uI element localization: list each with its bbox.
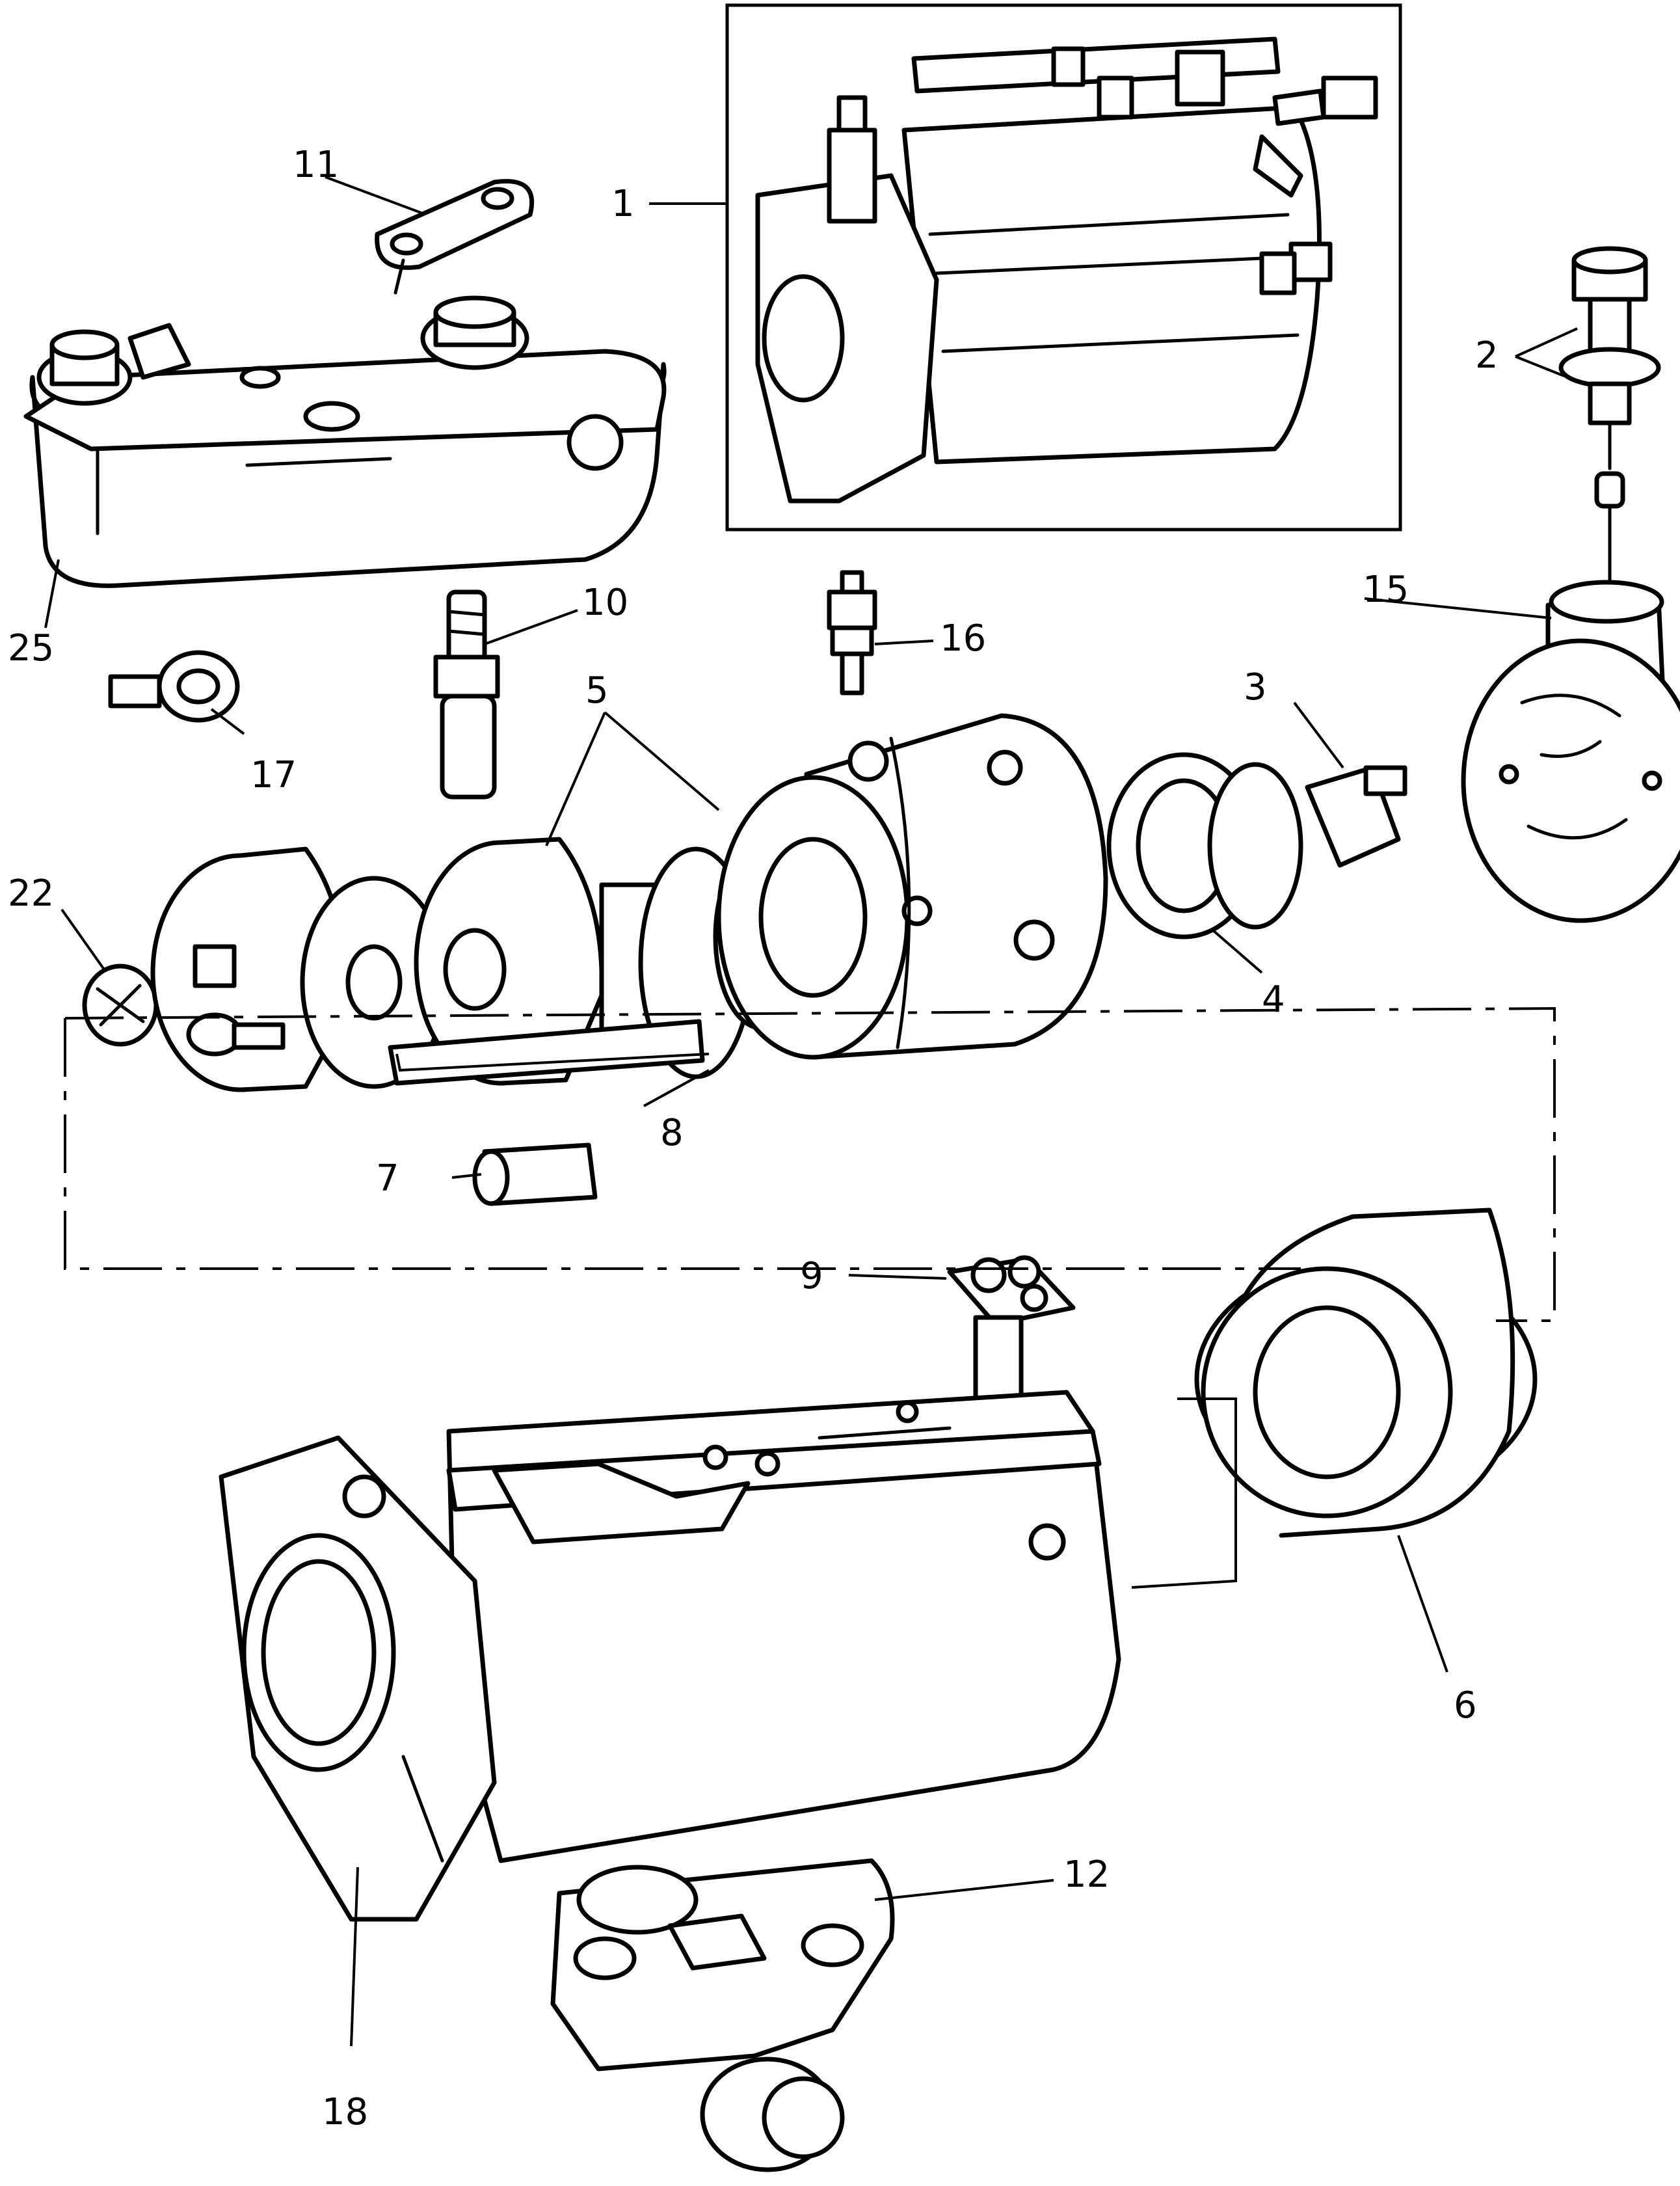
callout-12: 12 — [1063, 1854, 1110, 1896]
assembly-guide-lines — [64, 1006, 1556, 1589]
callout-17: 17 — [250, 754, 297, 796]
part-18-pump-housing — [219, 1390, 1121, 1922]
part-10-plunger — [433, 589, 500, 800]
callout-16: 16 — [940, 617, 986, 660]
part-12-aux-housing — [550, 1858, 895, 2172]
part-11-link-plate — [375, 179, 535, 295]
callout-18: 18 — [322, 2091, 368, 2133]
callout-1: 1 — [611, 183, 635, 225]
callout-25: 25 — [8, 627, 54, 669]
callout-4: 4 — [1262, 978, 1285, 1021]
part-25-cover — [23, 295, 667, 588]
callout-15: 15 — [1363, 569, 1409, 611]
part-6-ring — [1194, 1208, 1538, 1538]
part-15-flange-elbow — [1461, 580, 1680, 923]
callout-8: 8 — [660, 1112, 684, 1154]
part-17-banjo — [108, 650, 240, 723]
callout-10: 10 — [582, 582, 628, 624]
leader-lines — [44, 176, 1578, 2047]
part-16-valve — [827, 570, 877, 695]
callout-9: 9 — [800, 1255, 823, 1297]
callouts: 1 2 3 4 5 6 7 8 9 10 11 12 15 16 17 18 2… — [8, 144, 1499, 2133]
callout-3: 3 — [1244, 666, 1267, 708]
part-5-rotor-assembly — [150, 837, 809, 1092]
part-4-ring — [1106, 752, 1303, 939]
callout-5: 5 — [585, 669, 609, 712]
callout-7: 7 — [376, 1157, 399, 1200]
part-2-fitting — [1558, 246, 1661, 587]
part-hydraulic-head — [716, 713, 1108, 1060]
callout-6: 6 — [1454, 1684, 1477, 1727]
callout-2: 2 — [1475, 334, 1499, 377]
callout-22: 22 — [8, 872, 54, 915]
callout-11: 11 — [293, 144, 339, 186]
part-3-clip — [1305, 765, 1407, 868]
part-1-pump-assembly — [725, 3, 1402, 532]
part-9-cam-plate — [947, 1255, 1076, 1405]
part-22-screw — [82, 964, 159, 1047]
part-7-key — [472, 1142, 598, 1206]
